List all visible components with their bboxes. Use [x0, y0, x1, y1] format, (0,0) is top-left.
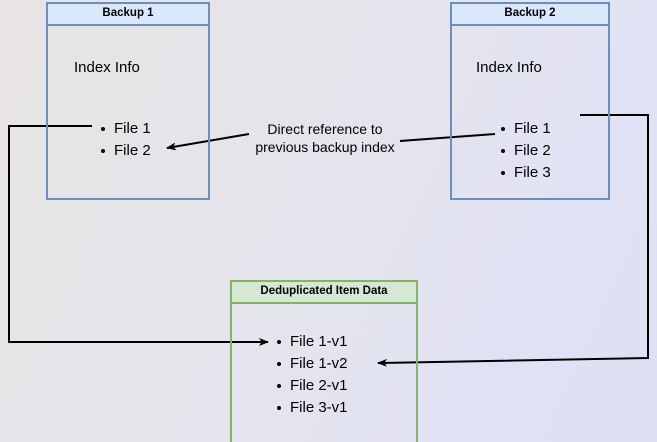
node-deduplicated-item-data-header: Deduplicated Item Data [232, 282, 416, 304]
node-deduplicated-item-data[interactable]: Deduplicated Item Data File 1-v1 File 1-… [230, 280, 418, 442]
backup-1-file-list: File 1 File 2 [100, 118, 151, 162]
dedup-file-list: File 1-v1 File 1-v2 File 2-v1 File 3-v1 [276, 331, 348, 419]
list-item: File 1-v2 [276, 353, 348, 375]
list-item: File 3 [500, 162, 551, 184]
node-backup-2-body: Index Info File 1 File 2 File 3 [452, 26, 608, 198]
node-deduplicated-item-data-body: File 1-v1 File 1-v2 File 2-v1 File 3-v1 [232, 304, 416, 442]
list-item: File 1 [100, 118, 151, 140]
list-item: File 1 [500, 118, 551, 140]
node-backup-2[interactable]: Backup 2 Index Info File 1 File 2 File 3 [450, 2, 610, 200]
list-item: File 2 [100, 140, 151, 162]
list-item: File 1-v1 [276, 331, 348, 353]
backup-2-file-list: File 1 File 2 File 3 [500, 118, 551, 184]
backup-1-index-info-label: Index Info [74, 59, 140, 76]
node-backup-1-header: Backup 1 [48, 4, 208, 26]
list-item: File 2 [500, 140, 551, 162]
list-item: File 2-v1 [276, 375, 348, 397]
node-backup-2-header: Backup 2 [452, 4, 608, 26]
node-backup-1-body: Index Info File 1 File 2 [48, 26, 208, 198]
backup-2-index-info-label: Index Info [476, 59, 542, 76]
node-backup-1[interactable]: Backup 1 Index Info File 1 File 2 [46, 2, 210, 200]
list-item: File 3-v1 [276, 397, 348, 419]
edge-label-direct-reference: Direct reference to previous backup inde… [255, 121, 395, 155]
